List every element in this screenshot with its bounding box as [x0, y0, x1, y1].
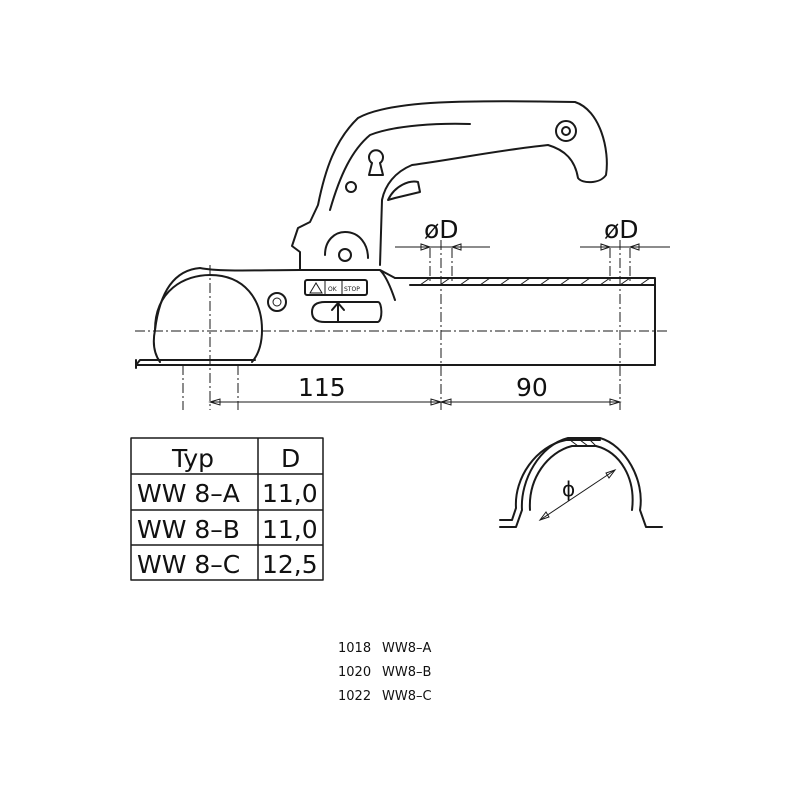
drawbar-tube: [135, 277, 656, 366]
type-table: Typ D WW 8–A 11,0 WW 8–B 11,0 WW 8–C 12,…: [130, 437, 324, 581]
wear-indicator-slider: [311, 301, 383, 323]
wear-indicator-frame: [304, 279, 368, 296]
coupling-handle: [291, 100, 608, 271]
article-codes: 1018 WW8–A 1020 WW8–B 1022 WW8–C: [338, 641, 432, 704]
article-model: WW8–C: [382, 689, 432, 704]
article-model: WW8–A: [382, 641, 431, 656]
article-number: 1018: [338, 641, 371, 656]
table-cell-typ: WW 8–A: [137, 479, 240, 508]
bolt-head: [267, 292, 287, 312]
article-number: 1022: [338, 689, 371, 704]
housing-bolt: [338, 248, 352, 262]
coupling-side-view: OK STOP: [135, 100, 670, 410]
dimension-lines: øD øD 115 90: [208, 215, 670, 406]
dim-length-115: 115: [298, 373, 346, 402]
article-number: 1020: [338, 665, 371, 680]
dim-diameter-right: øD: [604, 215, 639, 244]
indicator-stop-label: STOP: [344, 286, 360, 293]
dim-diameter-left: øD: [424, 215, 459, 244]
dim-length-90: 90: [516, 373, 548, 402]
profile-diameter-symbol: ϕ: [562, 477, 575, 501]
ball-socket: [154, 274, 263, 363]
table-cell-typ: WW 8–B: [137, 515, 240, 544]
table-cell-d: 11,0: [262, 515, 318, 544]
handle-pivot-hole: [555, 120, 577, 142]
table-cell-d: 12,5: [262, 550, 318, 579]
table-header-d: D: [281, 444, 300, 473]
coupling-housing: [152, 267, 426, 363]
table-cell-typ: WW 8–C: [137, 550, 240, 579]
table-header-typ: Typ: [171, 444, 214, 473]
profile-cross-section: ϕ: [499, 437, 663, 528]
keyhole: [368, 149, 384, 176]
table-cell-d: 11,0: [262, 479, 318, 508]
coupling-handle-inner: [329, 122, 471, 211]
article-model: WW8–B: [382, 665, 431, 680]
pin-hole: [345, 181, 357, 193]
indicator-ok-label: OK: [328, 286, 338, 293]
release-lever: [387, 180, 421, 201]
